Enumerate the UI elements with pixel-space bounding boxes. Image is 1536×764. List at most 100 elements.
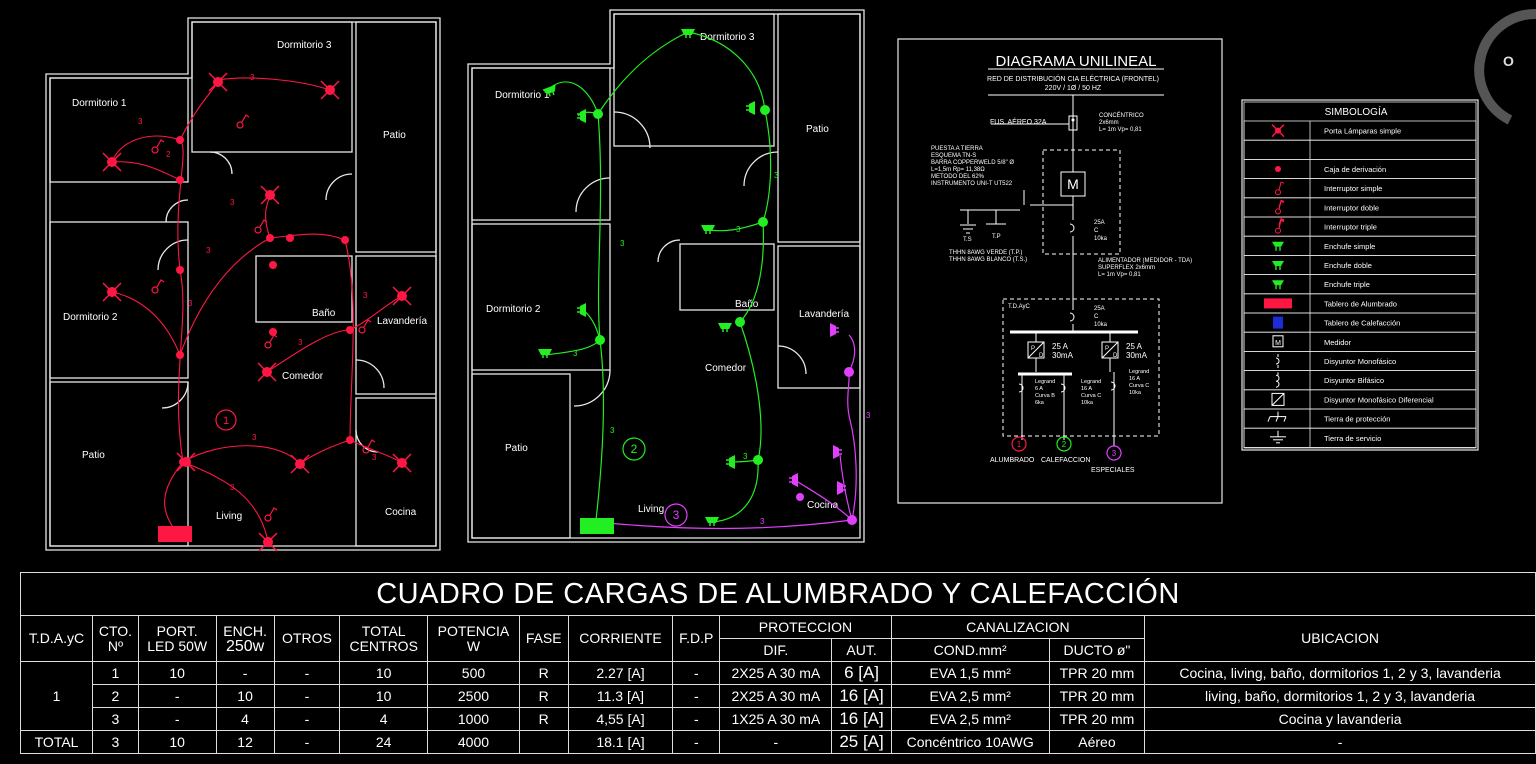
junction-box-icon xyxy=(796,493,804,501)
svg-text:P: P xyxy=(1105,346,1109,352)
power-circuit-2-wiring xyxy=(544,31,772,523)
legend-symbol-icon xyxy=(1275,372,1280,388)
legend-label: Enchufe triple xyxy=(1324,280,1370,289)
legend-symbol-icon xyxy=(1272,261,1284,270)
table-cell: Cocina y lavanderia xyxy=(1144,707,1536,731)
table-cell: 2500 xyxy=(427,684,520,708)
outlet-icon xyxy=(537,348,553,359)
table-cell: TPR 20 mm xyxy=(1048,707,1146,731)
table-cell: 500 xyxy=(427,661,520,685)
svg-text:3: 3 xyxy=(188,299,193,308)
legend-symbol-icon xyxy=(1275,166,1281,172)
outlet-icon xyxy=(745,100,756,116)
header-dif: DIF. xyxy=(719,638,833,662)
header-canalizacion: CANALIZACION xyxy=(890,615,1146,639)
table-cell: Aéreo xyxy=(1048,730,1146,754)
junction-box-icon xyxy=(341,236,349,244)
legend-symbol-icon xyxy=(1275,217,1285,234)
room-label: Dormitorio 3 xyxy=(277,40,332,51)
table-cell: 1000 xyxy=(427,707,520,731)
switch-icon xyxy=(358,319,372,334)
junction-box-icon xyxy=(269,261,277,269)
header-aut: AUT. xyxy=(831,638,892,662)
table-cell: 11.3 [A] xyxy=(567,684,674,708)
svg-text:CONCÉNTRICO 2x6mm: CONCÉNTRICO 2x6mm L= 1m Vp= 0,81 xyxy=(1099,112,1145,133)
legend-label: Enchufe doble xyxy=(1324,261,1372,270)
room-label: Dormitorio 2 xyxy=(63,312,118,323)
svg-text:T.D.AyC: T.D.AyC xyxy=(1008,304,1031,310)
junction-box-icon xyxy=(176,136,184,144)
header-port: PORT.LED 50W xyxy=(137,615,217,662)
svg-text:3: 3 xyxy=(774,171,779,180)
svg-text:25A C 10ka: 25A C 10ka xyxy=(1094,306,1108,328)
table-cell: 2.27 [A] xyxy=(567,661,674,685)
table-cell: - xyxy=(273,707,341,731)
svg-text:2: 2 xyxy=(166,150,171,159)
switch-icon xyxy=(151,279,165,294)
room-label: Patio xyxy=(806,124,829,135)
circuit-marker xyxy=(622,437,646,461)
table-cell: 24 xyxy=(339,730,429,754)
table-cell: 10 xyxy=(339,661,429,685)
svg-text:T.S: T.S xyxy=(963,237,972,243)
power-outlets: 2 3 xyxy=(537,28,857,534)
header-ench: ENCH.250w xyxy=(215,615,275,662)
svg-text:3: 3 xyxy=(610,426,615,435)
table-cell: - xyxy=(672,661,721,685)
outlet-icon xyxy=(576,302,587,318)
table-row: 2 - 10 - 10 2500 R 11.3 [A] - 2X25 A 30 … xyxy=(21,684,1536,708)
table-cell: 2 xyxy=(92,684,139,708)
room-label: Living xyxy=(638,504,664,515)
svg-text:D: D xyxy=(1039,353,1044,359)
legend-label: Tierra de servicio xyxy=(1324,434,1381,443)
svg-text:3: 3 xyxy=(206,246,211,255)
svg-text:3: 3 xyxy=(573,349,578,358)
table-cell: - xyxy=(215,661,275,685)
junction-box-icon xyxy=(346,436,354,444)
svg-text:ALIMENTADOR (MEDIDOR - TDA): ALIMENTADOR (MEDIDOR - TDA) SUPERFLEX 2x… xyxy=(1098,258,1194,278)
table-cell: - xyxy=(672,707,721,731)
room-label: Baño xyxy=(312,308,336,319)
table-cell: EVA 2,5 mm² xyxy=(890,707,1050,731)
outlet-icon xyxy=(725,454,736,470)
outlet-icon xyxy=(700,224,716,235)
table-cell: TOTAL xyxy=(19,730,94,754)
room-label: Patio xyxy=(383,130,406,141)
junction-box-icon xyxy=(176,351,184,359)
header-corriente: CORRIENTE xyxy=(567,615,674,662)
legend-symbol-icon xyxy=(1267,411,1287,422)
header-fase: FASE xyxy=(518,615,569,662)
load-table: CUADRO DE CARGAS DE ALUMBRADO Y CALEFACC… xyxy=(19,572,1536,754)
lighting-panel-icon xyxy=(158,526,192,542)
junction-box-icon xyxy=(266,234,274,242)
svg-text:220V / 1Ø / 50 HZ: 220V / 1Ø / 50 HZ xyxy=(1045,85,1102,92)
junction-box-icon xyxy=(286,234,294,242)
power-room-labels: Dormitorio 1 Dormitorio 3 Patio Dormitor… xyxy=(486,32,849,515)
table-cell: - xyxy=(1144,730,1536,754)
legend-label: Interruptor simple xyxy=(1324,184,1382,193)
header-cond: COND.mm² xyxy=(890,638,1050,662)
table-cell: 3 xyxy=(92,730,139,754)
svg-text:PUESTA A TIERRA ESQUEMA: PUESTA A TIERRA ESQUEMA TN-S BARRA COPPE… xyxy=(931,146,1016,187)
table-title: CUADRO DE CARGAS DE ALUMBRADO Y CALEFACC… xyxy=(20,572,1536,616)
legend-symbol-icon xyxy=(1264,298,1292,309)
svg-text:25A C 10ka: 25A C 10ka xyxy=(1094,220,1108,242)
cad-drawing: Dormitorio 1 Dormitorio 3 Patio Dormitor… xyxy=(45,8,1536,552)
svg-text:2: 2 xyxy=(1062,440,1067,449)
svg-text:3: 3 xyxy=(230,198,235,207)
svg-text:3: 3 xyxy=(620,239,625,248)
svg-text:3: 3 xyxy=(1112,449,1117,458)
table-cell: - xyxy=(273,661,341,685)
legend-symbol-icon xyxy=(1275,199,1285,215)
table-cell: - xyxy=(719,730,833,754)
lamp-icon xyxy=(102,282,122,302)
junction-box-icon xyxy=(176,266,184,274)
table-cell: - xyxy=(273,730,341,754)
legend-label: Disyuntor Bifásico xyxy=(1324,376,1384,385)
circuit-marker xyxy=(215,409,237,431)
svg-text:Legrand 16 A Curva: Legrand 16 A Curva C 10ka xyxy=(1129,369,1151,396)
svg-text:CALEFACCION: CALEFACCION xyxy=(1041,457,1090,464)
svg-text:M: M xyxy=(1275,340,1281,347)
junction-box-icon xyxy=(179,458,187,466)
